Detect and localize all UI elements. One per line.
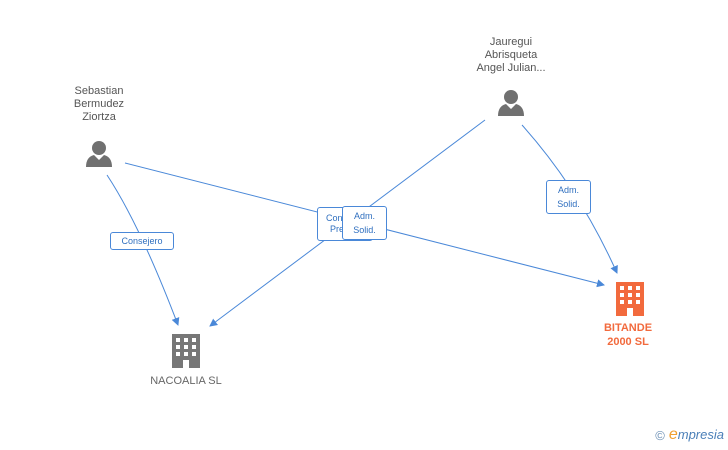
person-label[interactable]: Sebastian Bermudez Ziortza	[52, 85, 146, 124]
building-icon[interactable]	[172, 334, 200, 368]
person-label[interactable]: Jauregui Abrisqueta Angel Julian...	[460, 36, 562, 75]
edge-label-text: Adm.	[557, 185, 579, 195]
edge-label-text: Consejero	[121, 235, 163, 246]
edge-label[interactable]: Adm. Solid.	[546, 180, 591, 214]
company-name-line: 2000 SL	[607, 336, 649, 348]
copyright-icon: ©	[655, 427, 665, 443]
brand-logo: empresia	[668, 426, 724, 443]
company-name-line: NACOALIA SL	[150, 375, 222, 387]
edge-label[interactable]: Consejero	[110, 232, 174, 250]
company-label[interactable]: NACOALIA SL	[136, 374, 236, 388]
building-icon[interactable]	[616, 282, 644, 316]
person-name-line: Jauregui	[489, 36, 533, 48]
edge-sebastian-nacoalia	[106, 174, 180, 326]
edge-label[interactable]: Adm. Solid.	[342, 206, 387, 240]
empresia-watermark: © empresia	[655, 426, 724, 444]
person-name-line: Ziortza	[82, 111, 116, 123]
edge-label-text: Solid.	[353, 225, 376, 235]
person-name-line: Sebastian	[74, 85, 124, 97]
person-name-line: Bermudez	[73, 98, 125, 110]
edge-label-text: Adm.	[353, 211, 375, 221]
person-icon[interactable]	[498, 90, 524, 116]
company-name-line: BITANDE	[603, 322, 653, 334]
person-icon[interactable]	[86, 141, 112, 167]
person-name-line: Angel Julian...	[476, 62, 546, 74]
person-name-line: Abrisqueta	[484, 49, 538, 61]
edge-label-text: Pres.	[330, 224, 352, 234]
company-label[interactable]: BITANDE 2000 SL	[588, 321, 668, 349]
edge-label-text: Solid.	[557, 199, 580, 209]
